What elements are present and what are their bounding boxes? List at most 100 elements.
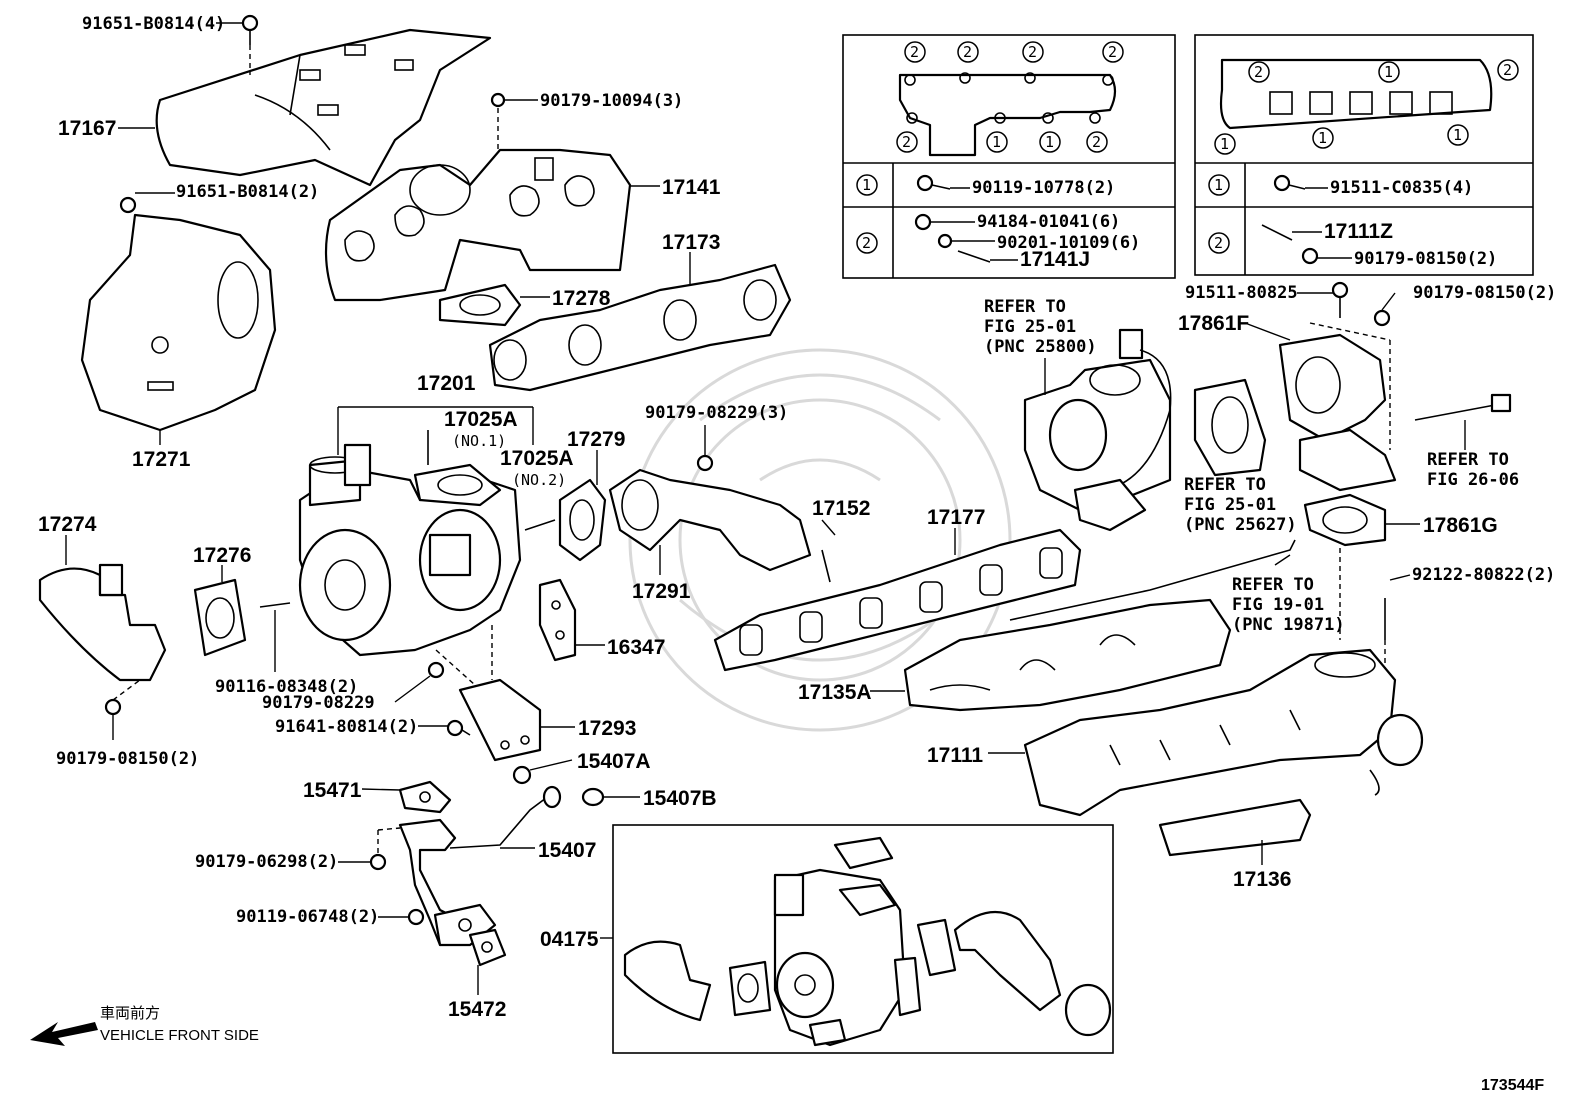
legend-marker-2: 2 [1214, 234, 1223, 252]
refer-to-fig-19-01-line1: REFER TO [1232, 575, 1314, 595]
bolt-icon [241, 14, 259, 45]
label-17025a-no2: 17025A [500, 447, 574, 470]
long-bolt-icon [1414, 393, 1512, 421]
label-17276: 17276 [193, 544, 251, 567]
refer-to-pnc-19871: (PNC 19871) [1232, 615, 1345, 635]
watermark-emblem [628, 348, 1012, 732]
label-17135a: 17135A [798, 681, 872, 704]
bolt-icon [1273, 174, 1306, 192]
heat-insulator-17167 [155, 28, 492, 187]
nut-icon [104, 698, 122, 716]
label-17201: 17201 [417, 372, 476, 395]
vehicle-front-arrow-icon [30, 1022, 98, 1046]
gasket-17177 [713, 528, 1082, 672]
insulator-17136 [1158, 798, 1312, 857]
label-no1: (NO.1) [452, 432, 506, 450]
legend-box-right: 2 1 2 1 1 1 1 2 91511-C0835(4) 17111Z 90… [1194, 34, 1534, 276]
marker-2: 2 [910, 43, 919, 61]
vehicle-front-jp-label: 車両前方 [100, 1004, 160, 1022]
bolt-icon [446, 719, 471, 737]
label-91651-b0814-2: 91651-B0814(2) [176, 182, 319, 202]
label-16347: 16347 [607, 636, 665, 659]
label-91511-80825: 91511-80825 [1185, 283, 1298, 303]
bolt-icon [1331, 281, 1349, 318]
refer-to-fig-26-06-line1: REFER TO [1427, 450, 1509, 470]
marker-2: 2 [1092, 133, 1101, 151]
intake-cover-17135a [903, 598, 1232, 712]
marker-1: 1 [1453, 126, 1462, 144]
turbo-kit-04175-box [612, 824, 1114, 1054]
label-90179-08150-2-left: 90179-08150(2) [56, 749, 199, 769]
throttle-body-17861f [1278, 333, 1397, 492]
marker-2: 2 [1028, 43, 1037, 61]
marker-2: 2 [1503, 61, 1512, 79]
bolt-icon [407, 908, 425, 926]
exhaust-pipe-17291 [608, 468, 812, 572]
turbocharger-17201 [298, 443, 522, 657]
refer-to-pnc-25800: (PNC 25800) [984, 337, 1097, 357]
marker-1: 1 [1220, 135, 1229, 153]
heat-insulator-17271 [80, 213, 277, 432]
label-17279: 17279 [567, 428, 625, 451]
label-17141: 17141 [662, 176, 721, 199]
exhaust-manifold-17141 [324, 148, 632, 302]
gasket-15472 [468, 928, 507, 967]
egr-valve-refer [1023, 328, 1172, 532]
legend-marker-1: 1 [1214, 176, 1223, 194]
marker-2: 2 [1108, 43, 1117, 61]
label-90116-08348-2: 90116-08348(2) [215, 677, 358, 697]
nut-icon [369, 853, 387, 871]
label-17271: 17271 [132, 448, 191, 471]
bolt-icon [916, 174, 951, 192]
label-91651-b0814-4: 91651-B0814(4) [82, 14, 225, 34]
refer-to-fig-25-01-line1: REFER TO [984, 297, 1066, 317]
label-90179-10094-3: 90179-10094(3) [540, 91, 683, 111]
label-17293: 17293 [578, 717, 636, 740]
legend-right-row2b: 90179-08150(2) [1354, 249, 1497, 269]
label-92122-80822-2: 92122-80822(2) [1412, 565, 1555, 585]
label-17177: 17177 [927, 506, 985, 529]
label-15407a: 15407A [577, 750, 651, 773]
label-90179-08229-3: 90179-08229(3) [645, 403, 788, 423]
nut-icon [490, 92, 506, 108]
label-90119-06748-2: 90119-06748(2) [236, 907, 379, 927]
refer-to-fig-25-01b-line2: FIG 25-01 [1184, 495, 1276, 515]
label-04175: 04175 [540, 928, 599, 951]
label-17167: 17167 [58, 117, 116, 140]
vehicle-front-en-label: VEHICLE FRONT SIDE [100, 1027, 259, 1044]
label-17291: 17291 [632, 580, 691, 603]
gasket-17279 [558, 478, 607, 562]
stud-icon [524, 519, 556, 531]
gasket-16347 [538, 578, 577, 662]
marker-1: 1 [992, 133, 1001, 151]
marker-2: 2 [1254, 63, 1263, 81]
refer-to-fig-25-01b-line1: REFER TO [1184, 475, 1266, 495]
label-17274: 17274 [38, 513, 97, 536]
marker-2: 2 [963, 43, 972, 61]
legend-left-row2c: 17141J [1020, 248, 1090, 271]
washer-icon [937, 233, 953, 249]
marker-1: 1 [1384, 63, 1393, 81]
refer-to-fig-19-01-line2: FIG 19-01 [1232, 595, 1324, 615]
gasket-15471 [398, 780, 452, 814]
nut-icon [914, 213, 932, 231]
nut-icon [427, 661, 445, 679]
legend-left-row1: 90119-10778(2) [972, 178, 1115, 198]
refer-to-fig-26-06-line2: FIG 26-06 [1427, 470, 1519, 490]
label-17136: 17136 [1233, 868, 1291, 891]
legend-right-row2a: 17111Z [1324, 220, 1393, 243]
label-17025a-no1: 17025A [444, 408, 518, 431]
stud-icon [259, 602, 291, 608]
label-17861g: 17861G [1423, 514, 1498, 537]
washer-icon [581, 787, 605, 807]
label-17861f: 17861F [1178, 312, 1249, 335]
legend-marker-2: 2 [862, 234, 871, 252]
marker-1: 1 [1318, 129, 1327, 147]
legend-right-row1: 91511-C0835(4) [1330, 178, 1473, 198]
label-15471: 15471 [303, 779, 362, 802]
refer-to-pnc-25627: (PNC 25627) [1184, 515, 1297, 535]
label-15407b: 15407B [643, 787, 717, 810]
marker-2: 2 [902, 133, 911, 151]
legend-left-row2b: 90201-10109(6) [997, 233, 1140, 253]
